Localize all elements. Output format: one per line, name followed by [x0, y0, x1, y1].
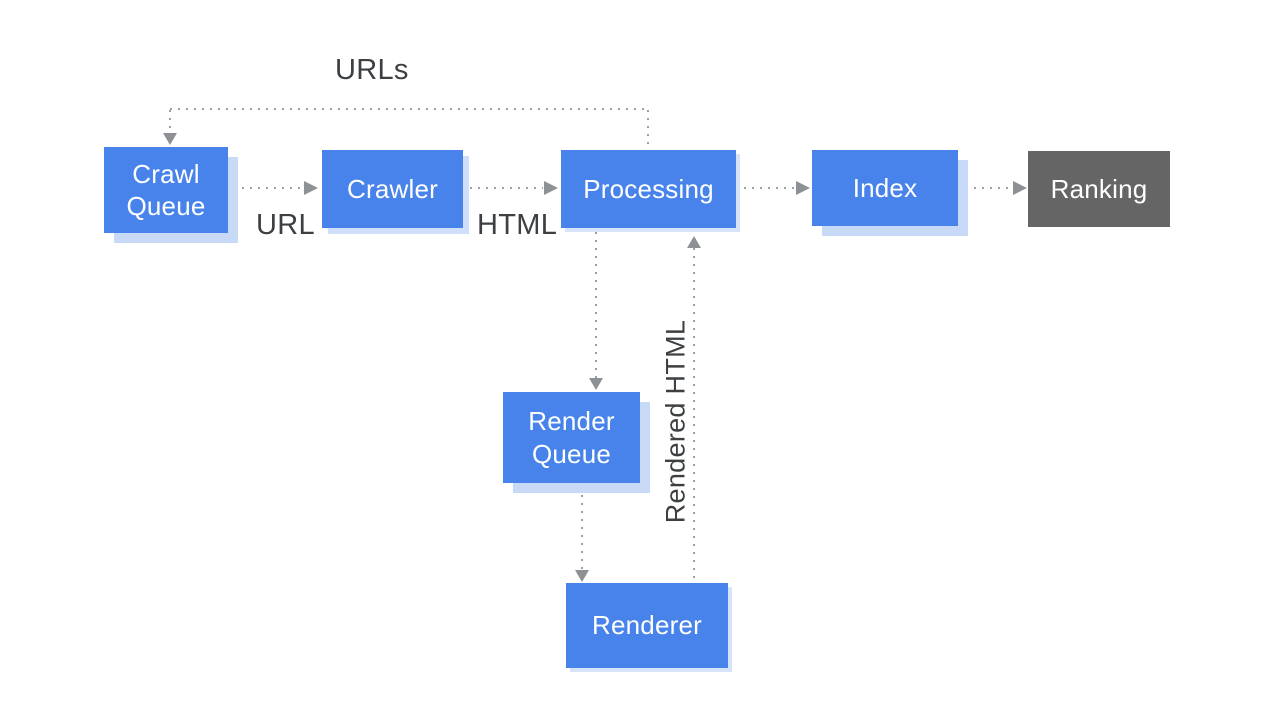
edge-crawlqueue-to-crawler [242, 187, 304, 189]
edge-label-rendered-html: Rendered HTML [660, 319, 691, 524]
node-processing: Processing [561, 150, 736, 228]
edge-processing-to-crawlqueue-vertical-right [647, 110, 649, 150]
edge-processing-to-crawlqueue-horizontal [170, 108, 648, 110]
edge-label-url: URL [256, 209, 315, 241]
edge-processing-to-index [744, 187, 795, 189]
edge-renderer-to-processing [693, 248, 695, 583]
edge-processing-to-renderqueue [595, 232, 597, 380]
node-ranking: Ranking [1028, 151, 1170, 227]
edge-label-urls: URLs [335, 54, 409, 86]
edge-crawler-to-processing [470, 187, 543, 189]
arrowhead-into-index [796, 181, 810, 195]
arrowhead-up-into-processing [687, 236, 701, 248]
edge-renderqueue-to-renderer [581, 487, 583, 571]
node-index: Index [812, 150, 958, 226]
node-render-queue: Render Queue [503, 392, 640, 483]
node-renderer: Renderer [566, 583, 728, 668]
arrowhead-into-processing [544, 181, 558, 195]
arrowhead-into-render-queue [589, 378, 603, 390]
arrowhead-into-crawler [304, 181, 318, 195]
node-crawler: Crawler [322, 150, 463, 228]
arrowhead-into-crawl-queue [163, 133, 177, 145]
arrowhead-into-renderer [575, 570, 589, 582]
edge-index-to-ranking [966, 187, 1012, 189]
edge-processing-to-crawlqueue-vertical-left [169, 110, 171, 134]
node-crawl-queue: Crawl Queue [104, 147, 228, 233]
arrowhead-into-ranking [1013, 181, 1027, 195]
edge-label-html: HTML [477, 209, 558, 241]
